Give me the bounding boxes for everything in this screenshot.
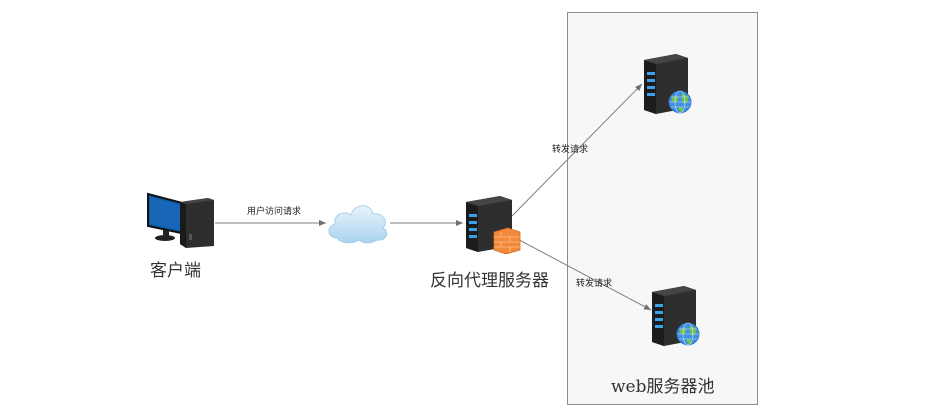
globe-icon — [668, 90, 692, 114]
server-led-icon — [469, 214, 477, 238]
cloud-icon — [328, 205, 388, 244]
client-label: 客户端 — [150, 261, 201, 281]
edge-proxy-to-web-server-2 — [509, 234, 652, 311]
web-server-icon — [652, 286, 700, 346]
client-node[interactable] — [146, 192, 218, 254]
desktop-computer-icon — [147, 192, 214, 248]
firewall-icon — [493, 227, 521, 255]
edge-label-forward-request-1: 转发请求 — [552, 145, 589, 155]
edge-label-user-request: 用户访问请求 — [247, 207, 302, 217]
edge-proxy-to-web-server-1 — [509, 83, 643, 219]
proxy-server-node[interactable] — [464, 192, 524, 258]
web-server-2-node[interactable] — [650, 284, 702, 354]
internet-cloud-node[interactable] — [325, 200, 391, 248]
server-firewall-icon — [466, 196, 521, 255]
proxy-server-label: 反向代理服务器 — [430, 271, 549, 291]
globe-icon — [676, 322, 700, 346]
web-server-1-node[interactable] — [642, 52, 694, 122]
edge-label-forward-request-2: 转发请求 — [576, 279, 613, 289]
web-server-pool-label: web服务器池 — [611, 377, 715, 397]
web-server-icon — [644, 54, 692, 114]
